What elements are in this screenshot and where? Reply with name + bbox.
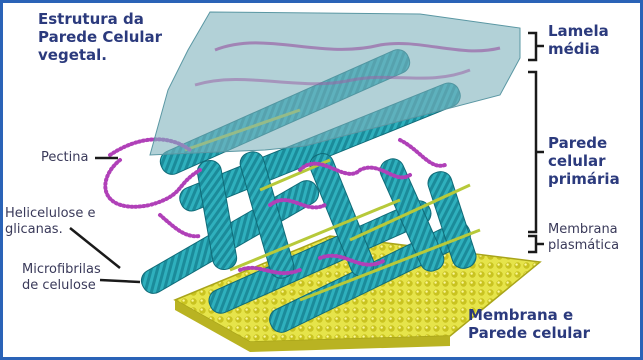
label-brackets [528,33,544,252]
label-plasma-membrane: Membrana plasmática [548,222,619,254]
label-membrane-and-wall: Membrana e Parede celular [468,306,590,342]
diagram-title: Estrutura da Parede Celular vegetal. [38,10,228,64]
label-hemicellulose: Helicelulose e glicanas. [5,206,95,238]
label-pectin: Pectina [41,150,88,166]
label-middle-lamella: Lamela média [548,22,609,58]
label-cellulose-microfibrils: Microfibrilas de celulose [22,262,101,294]
label-primary-cell-wall: Parede celular primária [548,134,620,188]
